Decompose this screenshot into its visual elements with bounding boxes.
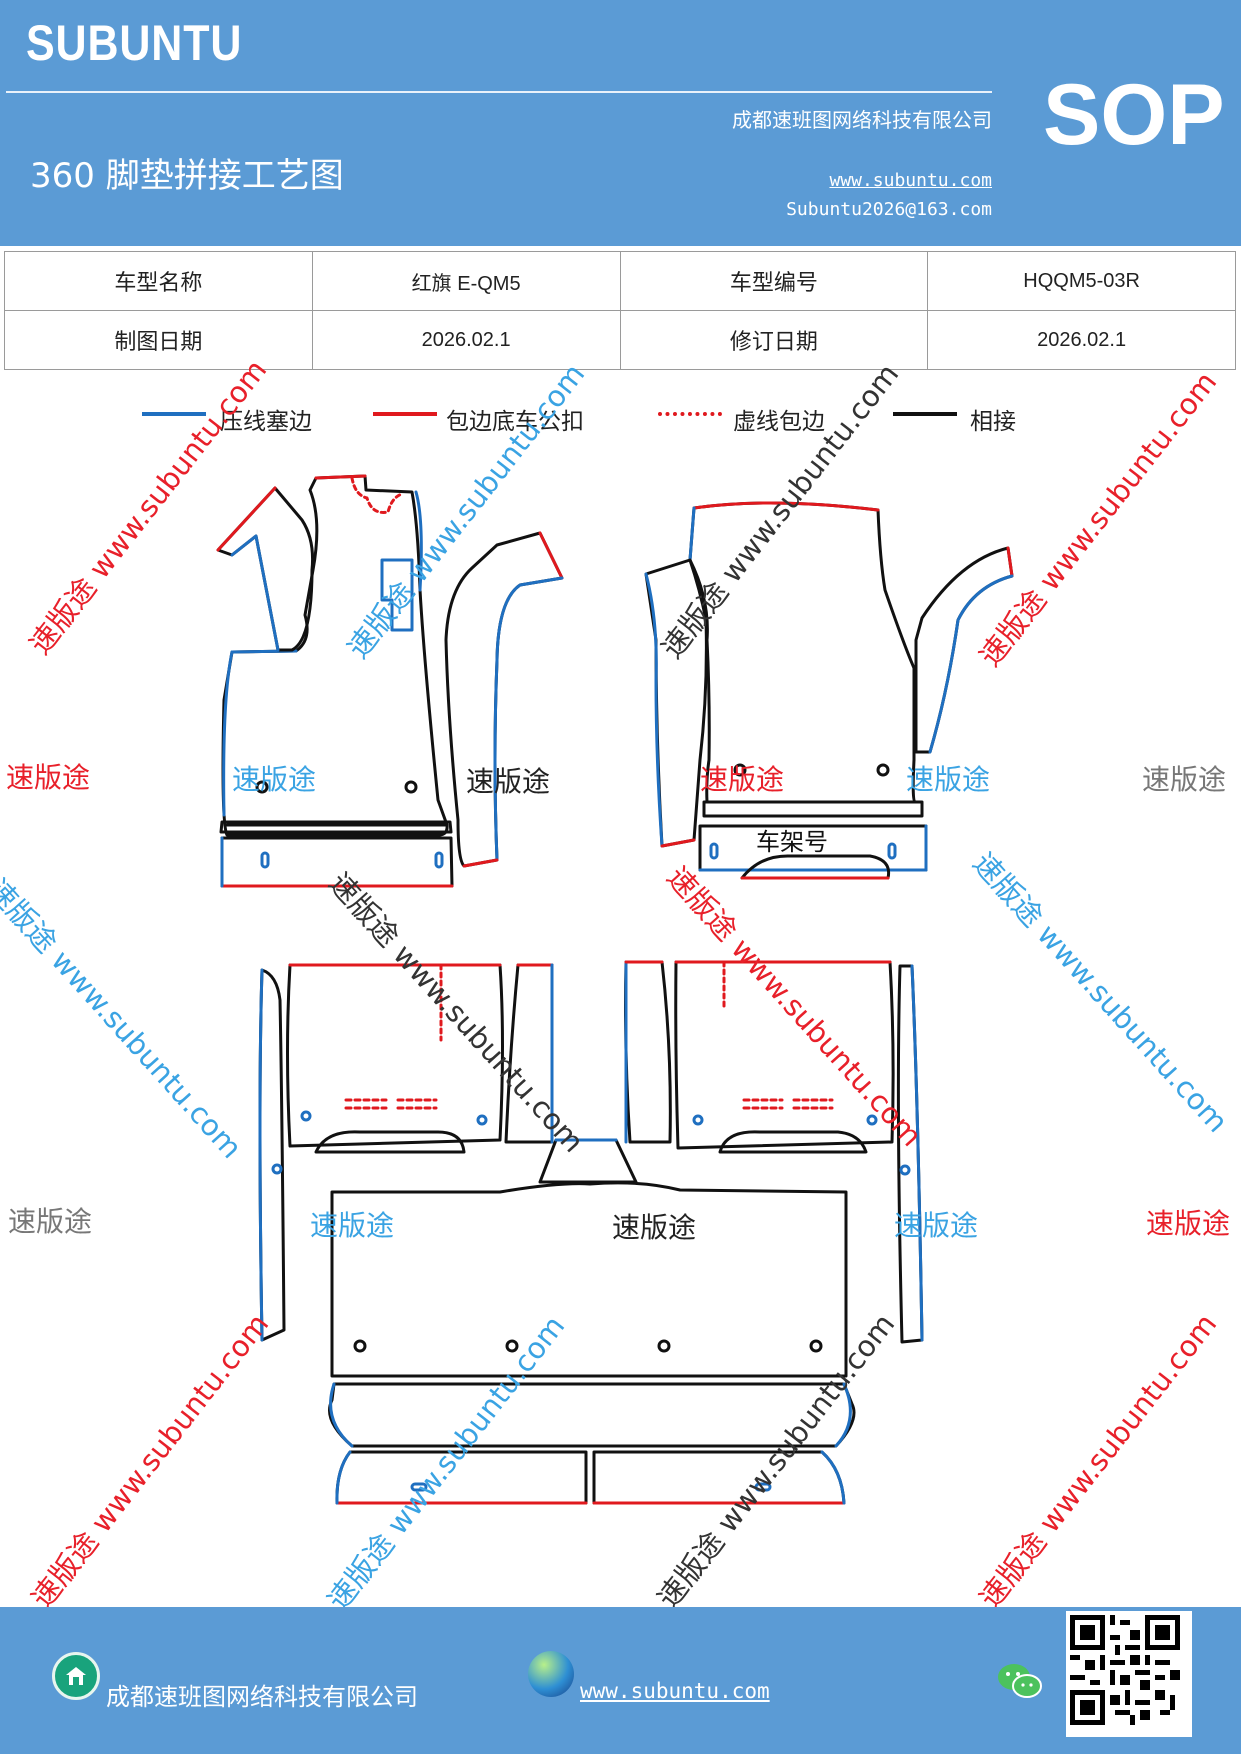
watermark-brand: 速版途 xyxy=(6,761,91,794)
legend-label-dotted-binding: 虚线包边 xyxy=(733,409,825,435)
draw-date-value: 2026.02.1 xyxy=(311,310,621,370)
legend-label-press-line: 压线塞边 xyxy=(220,409,312,435)
model-name-label: 车型名称 xyxy=(4,251,313,311)
legend-swatch-joint xyxy=(893,412,957,416)
email-address: Subuntu2026@163.com xyxy=(786,199,992,220)
table-row: 制图日期 2026.02.1 修订日期 2026.02.1 xyxy=(4,310,1236,370)
legend-label-binding: 包边底车公扣 xyxy=(446,409,584,435)
watermark-brand: 速版途 xyxy=(894,1209,979,1242)
globe-icon xyxy=(528,1651,574,1697)
driver-right-strip xyxy=(444,531,564,868)
rear-left-mat xyxy=(258,963,554,1342)
watermark-brand: 速版途 xyxy=(466,765,551,798)
passenger-mat xyxy=(688,501,928,880)
model-code-label: 车型编号 xyxy=(619,251,929,311)
sop-badge: SOP xyxy=(1043,67,1225,163)
model-code-value: HQQM5-03R xyxy=(927,251,1236,311)
wechat-icon[interactable] xyxy=(996,1661,1044,1701)
driver-side-strip xyxy=(216,486,314,652)
header-band: SUBUNTU 成都速班图网络科技有限公司 360 脚垫拼接工艺图 www.su… xyxy=(0,0,1241,246)
revision-date-value: 2026.02.1 xyxy=(927,310,1236,370)
watermark-brand: 速版途 xyxy=(612,1211,697,1244)
watermark-brand: 速版途 xyxy=(1146,1207,1231,1240)
table-row: 车型名称 红旗 E-QM5 车型编号 HQQM5-03R xyxy=(4,251,1236,311)
watermark-brand: 速版途 xyxy=(232,763,317,796)
watermark-brand: 速版途 xyxy=(1142,763,1227,796)
header-divider xyxy=(6,91,992,93)
watermark-brand: 速版途 xyxy=(8,1205,93,1238)
document-title: 360 脚垫拼接工艺图 xyxy=(30,156,344,196)
company-name: 成都速班图网络科技有限公司 xyxy=(732,108,992,132)
driver-mat xyxy=(219,474,454,888)
draw-date-label: 制图日期 xyxy=(4,310,313,370)
watermark-brand: 速版途 xyxy=(700,763,785,796)
legend-label-joint: 相接 xyxy=(970,409,1016,435)
legend: 压线塞边 包边底车公扣 虚线包边 相接 xyxy=(0,398,1241,438)
vehicle-info-table: 车型名称 红旗 E-QM5 车型编号 HQQM5-03R 制图日期 2026.0… xyxy=(4,251,1236,370)
footer-band: 成都速班图网络科技有限公司 www.subuntu.com xyxy=(0,1607,1241,1754)
model-name-value: 红旗 E-QM5 xyxy=(311,251,621,311)
revision-date-label: 修订日期 xyxy=(619,310,929,370)
footer-company-name: 成都速班图网络科技有限公司 xyxy=(106,1683,418,1711)
passenger-right-strip xyxy=(914,546,1014,754)
trunk-mat xyxy=(328,1181,856,1505)
brand-logo: SUBUNTU xyxy=(26,15,243,71)
legend-swatch-dotted-binding xyxy=(658,412,722,416)
qr-code xyxy=(1066,1611,1192,1737)
legend-swatch-binding xyxy=(373,412,437,416)
home-icon xyxy=(52,1652,100,1700)
legend-swatch-press-line xyxy=(142,412,206,416)
frame-number-label: 车架号 xyxy=(756,828,828,856)
website-link[interactable]: www.subuntu.com xyxy=(829,170,992,191)
passenger-left-strip xyxy=(644,558,708,848)
rear-right-mat xyxy=(624,960,924,1344)
watermark-brand: 速版途 xyxy=(906,763,991,796)
footer-website-link[interactable]: www.subuntu.com xyxy=(580,1679,770,1703)
watermark-brand: 速版途 xyxy=(310,1209,395,1242)
